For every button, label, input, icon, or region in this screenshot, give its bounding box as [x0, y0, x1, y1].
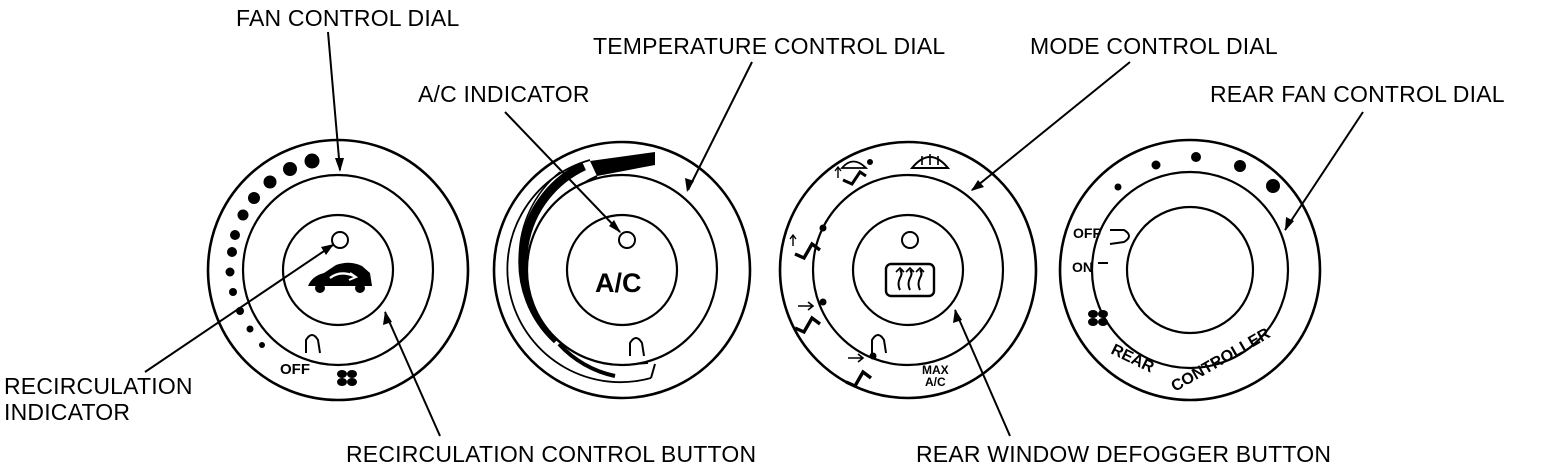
mode-dial-pointer — [871, 334, 887, 354]
label-fan-control-dial: FAN CONTROL DIAL — [236, 5, 459, 31]
temperature-control-dial[interactable] — [492, 140, 752, 400]
label-ac-indicator: A/C INDICATOR — [418, 81, 590, 107]
label-rear-fan-control-dial: REAR FAN CONTROL DIAL — [1210, 81, 1505, 107]
defogger-indicator-lamp — [901, 231, 919, 249]
defrost-icon — [909, 154, 951, 169]
floor-vent-icon — [789, 224, 827, 261]
temp-dial-pointer — [629, 337, 645, 357]
fan-speed-dots — [225, 153, 320, 348]
rear-on-label: ON — [1072, 259, 1093, 275]
label-recirculation-control-button: RECIRCULATION CONTROL BUTTON — [346, 441, 756, 467]
label-mode-control-dial: MODE CONTROL DIAL — [1030, 33, 1278, 59]
max-ac-label-1: MAX — [922, 363, 949, 377]
ac-button-label[interactable]: A/C — [595, 268, 642, 298]
fan-dial-pointer — [305, 334, 321, 354]
face-vent-icon — [845, 352, 877, 389]
rear-defogger-icon[interactable] — [884, 262, 936, 298]
rear-dial-pointer — [1109, 229, 1130, 245]
bi-level-icon — [794, 298, 827, 335]
label-temperature-control-dial: TEMPERATURE CONTROL DIAL — [593, 33, 945, 59]
floor-defrost-icon — [834, 159, 873, 186]
max-ac-label-2: A/C — [925, 375, 946, 389]
car-recirculation-icon — [308, 262, 372, 293]
fan-off-label: OFF — [280, 361, 310, 378]
label-recirculation-indicator-2: INDICATOR — [4, 399, 130, 425]
fan-icon — [337, 370, 357, 386]
rear-fan-icon — [1088, 310, 1108, 326]
rear-fan-control-dial[interactable] — [1058, 138, 1322, 402]
rear-off-label: OFF — [1073, 225, 1101, 241]
rear-fan-speed-dots — [1114, 152, 1280, 193]
label-recirculation-indicator-1: RECIRCULATION — [4, 373, 193, 399]
label-rear-window-defogger-button: REAR WINDOW DEFOGGER BUTTON — [916, 441, 1331, 467]
ac-indicator-lamp — [618, 231, 636, 249]
leader-lines — [144, 31, 1364, 437]
recirculation-indicator-lamp — [331, 231, 349, 249]
